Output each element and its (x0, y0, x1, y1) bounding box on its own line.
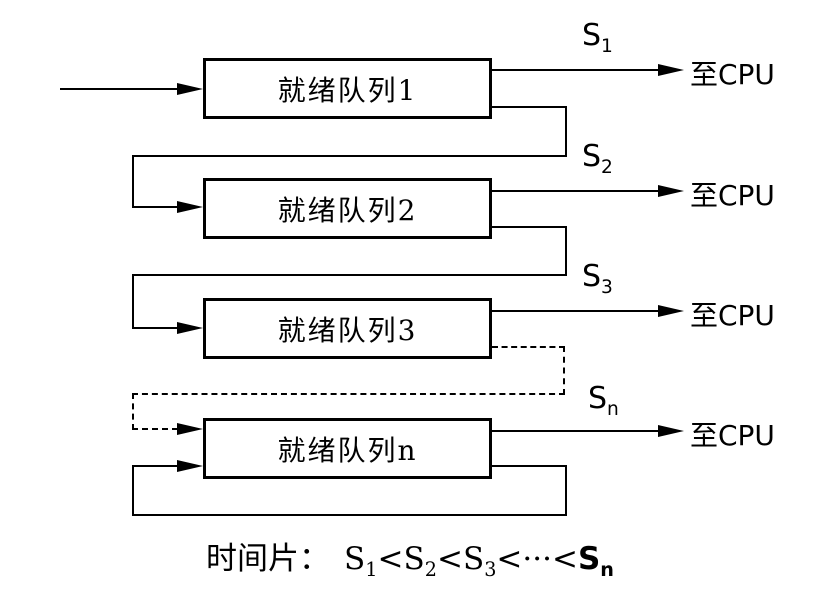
feedback-3-arrow-head-icon (177, 423, 203, 435)
feedback-1-entry-line (132, 206, 178, 208)
slice-sub-2: 2 (601, 157, 613, 178)
feedback-3-exit-dashed-line (492, 346, 565, 348)
caption-lt-3: < (496, 541, 523, 577)
caption-s1-base: S (344, 541, 366, 577)
feedback-2-right-drop-line (565, 226, 567, 276)
cpu-arrow-head-icon-1 (658, 64, 684, 76)
queue-box-2: 就绪队列2 (203, 178, 492, 239)
loop-n-arrow-head-icon (177, 460, 203, 472)
cpu-label-n: 至CPU (690, 419, 775, 452)
caption-lt-2: < (436, 541, 463, 577)
caption-prefix: 时间片： (206, 541, 331, 577)
cpu-arrow-line-2 (492, 190, 660, 192)
feedback-1-right-drop-line (565, 106, 567, 157)
queue-label-1: 就绪队列1 (277, 73, 418, 107)
queue-label-2: 就绪队列2 (277, 193, 418, 227)
feedback-2-cross-line (132, 274, 567, 276)
caption-s2-base: S (403, 541, 425, 577)
slice-base-n: S (588, 381, 608, 416)
queue-label-n: 就绪队列n (277, 433, 418, 467)
loop-n-exit-line (492, 465, 567, 467)
slice-base-2: S (582, 139, 602, 174)
slice-label-2: S2 (582, 139, 613, 178)
caption-lt-4: < (551, 541, 578, 577)
feedback-3-left-drop-dashed-line (132, 393, 134, 430)
caption-sn-base: S (577, 541, 601, 577)
feedback-1-arrow-head-icon (177, 201, 203, 213)
slice-base-1: S (582, 18, 602, 53)
cpu-label-3: 至CPU (690, 299, 775, 332)
cpu-arrow-line-n (492, 430, 660, 432)
loop-n-left-rise-line (132, 465, 134, 516)
feedback-3-entry-dashed-line (132, 428, 178, 430)
slice-sub-1: 1 (601, 36, 613, 57)
feedback-2-arrow-head-icon (177, 322, 203, 334)
caption-s3-base: S (462, 541, 485, 577)
cpu-arrow-head-icon-2 (658, 185, 684, 197)
caption-s1-sub: 1 (365, 558, 378, 582)
caption-term-sn: Sn (577, 541, 614, 581)
cpu-arrow-line-1 (492, 69, 660, 71)
slice-sub-n: n (607, 399, 619, 420)
feedback-1-left-drop-line (132, 155, 134, 208)
entry-arrow-line (60, 88, 178, 90)
slice-label-n: Sn (588, 381, 619, 420)
loop-n-right-drop-line (565, 465, 567, 516)
loop-n-bottom-line (132, 514, 567, 516)
slice-label-3: S3 (582, 259, 613, 298)
caption-sn-sub: n (600, 558, 614, 582)
queue-label-3: 就绪队列3 (277, 313, 418, 347)
caption-ellipsis-dots: ··· (522, 541, 552, 577)
caption-ellipsis: ··· (522, 541, 552, 577)
caption-s2-sub: 2 (424, 558, 437, 582)
entry-arrow-head-icon (177, 83, 203, 95)
feedback-3-cross-dashed-line (132, 393, 565, 395)
cpu-arrow-head-icon-n (658, 425, 684, 437)
caption-term-s3: S3 (462, 541, 496, 581)
feedback-3-right-drop-dashed-line (563, 346, 565, 395)
caption-s3-sub: 3 (484, 558, 497, 582)
feedback-2-left-drop-line (132, 274, 134, 329)
caption: 时间片：S1<S2<S3<···<Sn (20, 533, 800, 581)
cpu-arrow-head-icon-3 (658, 305, 684, 317)
slice-base-3: S (582, 259, 602, 294)
loop-n-entry-line (132, 465, 178, 467)
slice-label-1: S1 (582, 18, 613, 57)
feedback-1-cross-line (132, 155, 567, 157)
feedback-1-exit-line (492, 106, 567, 108)
queue-box-n: 就绪队列n (203, 418, 492, 479)
cpu-label-2: 至CPU (690, 179, 775, 212)
caption-lt-1: < (377, 541, 404, 577)
queue-box-3: 就绪队列3 (203, 298, 492, 359)
cpu-arrow-line-3 (492, 310, 660, 312)
queue-box-1: 就绪队列1 (203, 58, 492, 119)
cpu-label-1: 至CPU (690, 58, 775, 91)
caption-term-s1: S1 (344, 541, 377, 581)
feedback-2-exit-line (492, 226, 567, 228)
caption-term-s2: S2 (403, 541, 437, 581)
feedback-2-entry-line (132, 327, 178, 329)
slice-sub-3: 3 (601, 277, 613, 298)
